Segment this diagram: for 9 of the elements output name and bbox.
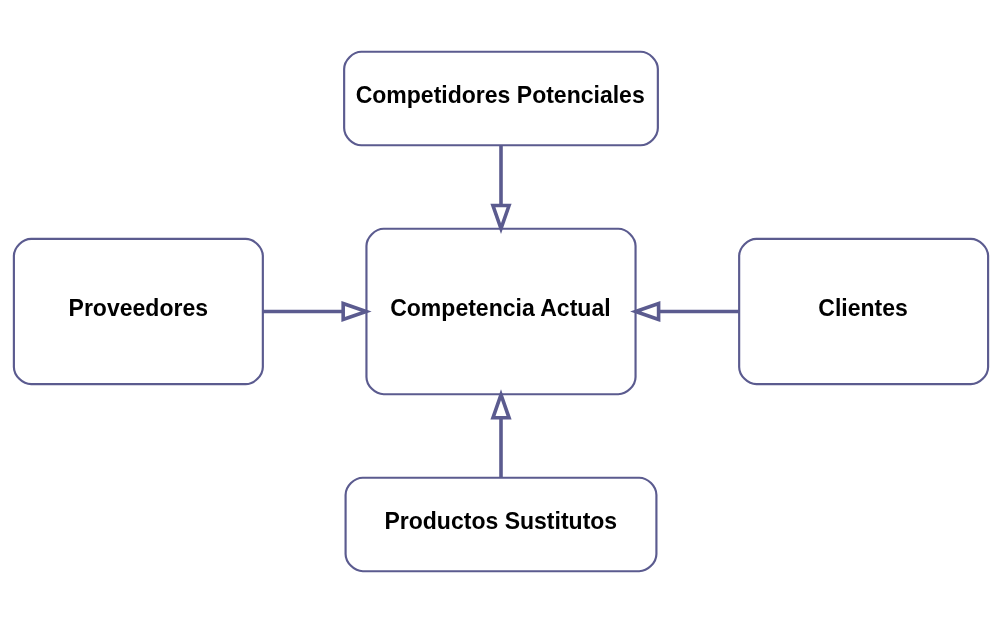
arrow — [263, 300, 372, 323]
arrow — [630, 300, 739, 323]
arrow — [490, 145, 512, 234]
node-box: Competidores Potenciales — [343, 50, 659, 147]
arrow — [490, 389, 512, 478]
node-box: Clientes — [738, 237, 990, 386]
node-box: Productos Sustitutos — [344, 476, 658, 573]
node-box: Proveedores — [12, 237, 264, 386]
node-box: Competencia Actual — [365, 227, 637, 396]
